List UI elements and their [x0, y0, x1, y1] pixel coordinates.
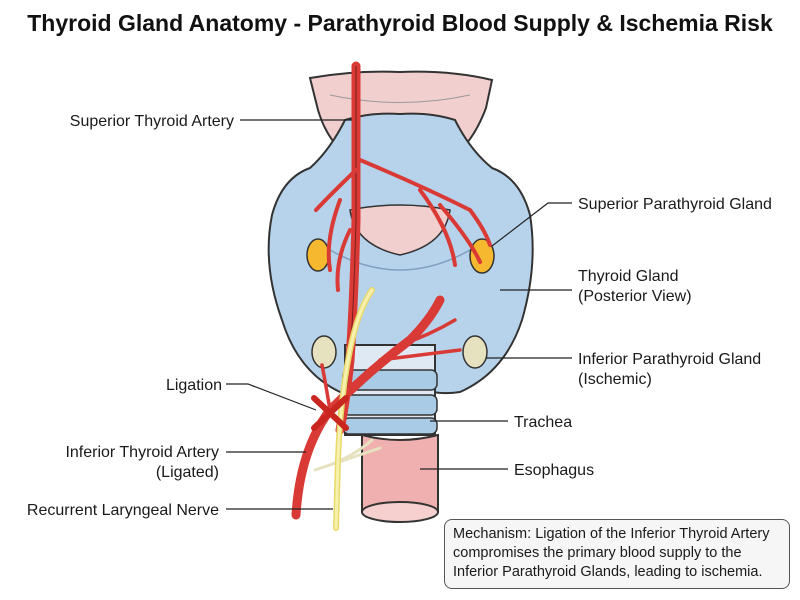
- label-thyroid-gland-view: (Posterior View): [578, 288, 692, 305]
- nerve-core: [334, 288, 374, 530]
- inferior-artery-branches: [320, 318, 462, 412]
- label-inferior-thyroid-artery-ligated: (Ligated): [156, 464, 219, 481]
- esophagus-opening: [361, 501, 439, 523]
- artery-branch-left: [314, 168, 358, 292]
- inferior-parathyroid-left: [311, 335, 337, 369]
- superior-parathyroid-right: [469, 238, 495, 274]
- trachea-ring-2: [342, 394, 438, 416]
- artery-branch-right: [358, 158, 492, 267]
- trachea-ring-3: [342, 417, 438, 435]
- label-inferior-thyroid-artery: Inferior Thyroid Artery: [65, 444, 219, 461]
- label-ligation: Ligation: [166, 377, 222, 394]
- inferior-artery-faded-branches: [313, 438, 382, 472]
- label-thyroid-gland: Thyroid Gland: [578, 268, 679, 285]
- label-inferior-parathyroid-ischemic: (Ischemic): [578, 371, 652, 388]
- label-trachea: Trachea: [514, 414, 572, 431]
- label-inferior-parathyroid-gland: Inferior Parathyroid Gland: [578, 351, 761, 368]
- page-title: Thyroid Gland Anatomy - Parathyroid Bloo…: [27, 10, 773, 36]
- cricoid-cartilage: [349, 204, 451, 256]
- label-superior-thyroid-artery: Superior Thyroid Artery: [70, 113, 234, 130]
- mechanism-note: Mechanism: Ligation of the Inferior Thyr…: [444, 519, 790, 589]
- mechanism-note-line-2: compromises the primary blood supply to …: [453, 545, 742, 561]
- superior-parathyroid-left: [306, 238, 330, 272]
- mechanism-note-line-1: Mechanism: Ligation of the Inferior Thyr…: [453, 526, 770, 542]
- inferior-thyroid-artery: [291, 295, 445, 520]
- mechanism-note-line-3: Inferior Parathyroid Glands, leading to …: [453, 564, 763, 580]
- cartilage-detail: [329, 94, 471, 103]
- label-recurrent-laryngeal-nerve: Recurrent Laryngeal Nerve: [27, 502, 219, 519]
- label-esophagus: Esophagus: [514, 462, 594, 479]
- label-superior-parathyroid-gland: Superior Parathyroid Gland: [578, 196, 772, 213]
- ligation-mark: [311, 395, 349, 431]
- leader-lines: [226, 119, 572, 510]
- inferior-parathyroid-right: [462, 335, 488, 369]
